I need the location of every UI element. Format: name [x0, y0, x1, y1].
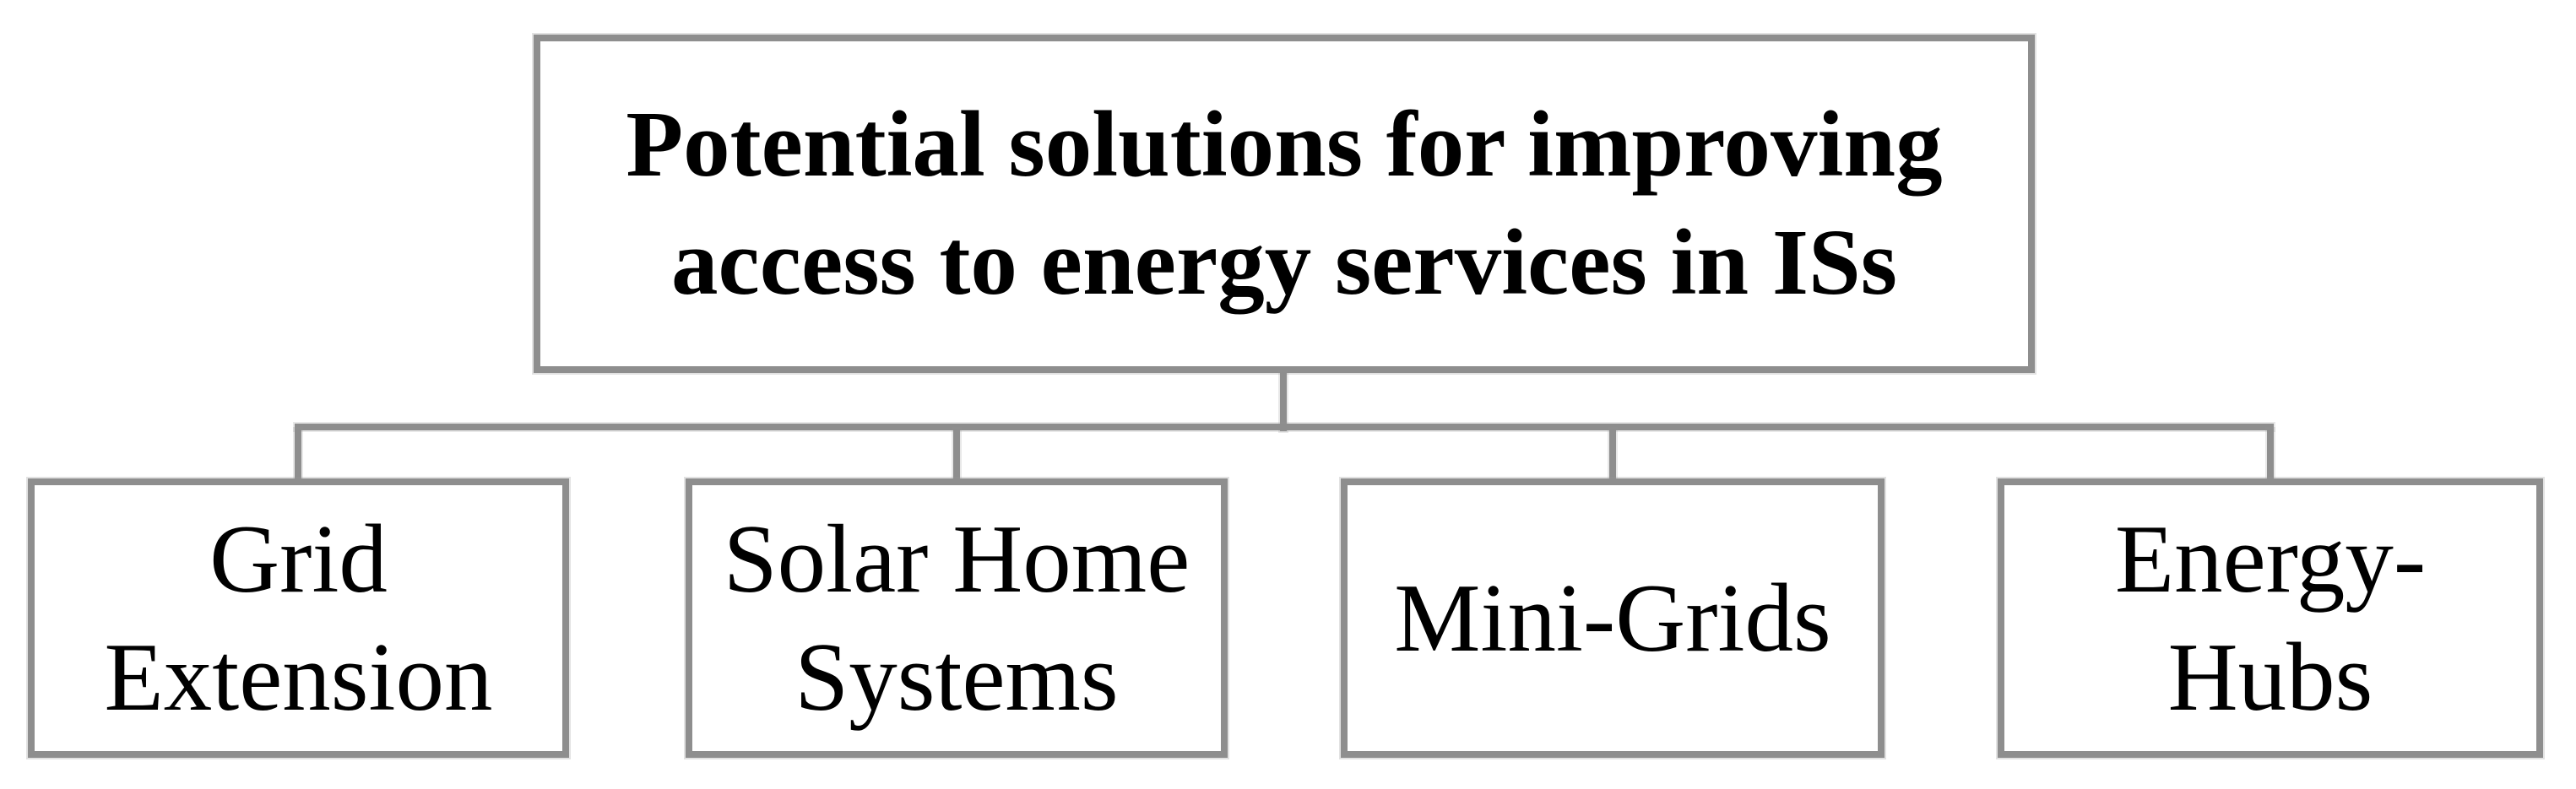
child-node-label: Grid Extension	[104, 505, 493, 731]
connector-trunk-line	[1280, 372, 1287, 431]
root-node-label: Potential solutions for improving access…	[626, 92, 1943, 315]
connector-stub-mini-grids	[1609, 429, 1616, 480]
child-node-grid-extension: Grid Extension	[28, 478, 569, 758]
connector-stub-solar-home-systems	[953, 429, 960, 480]
child-node-energy-hubs: Energy- Hubs	[1998, 478, 2543, 758]
child-node-label: Energy- Hubs	[2114, 505, 2427, 731]
connector-stub-energy-hubs	[2267, 429, 2274, 480]
child-node-label: Mini-Grids	[1394, 564, 1831, 672]
connector-horizontal-bar	[295, 424, 2274, 430]
child-node-mini-grids: Mini-Grids	[1341, 478, 1885, 758]
root-node-potential-solutions: Potential solutions for improving access…	[534, 35, 2035, 373]
connector-stub-grid-extension	[295, 429, 301, 480]
child-node-solar-home-systems: Solar Home Systems	[686, 478, 1228, 758]
child-node-label: Solar Home Systems	[723, 505, 1190, 731]
